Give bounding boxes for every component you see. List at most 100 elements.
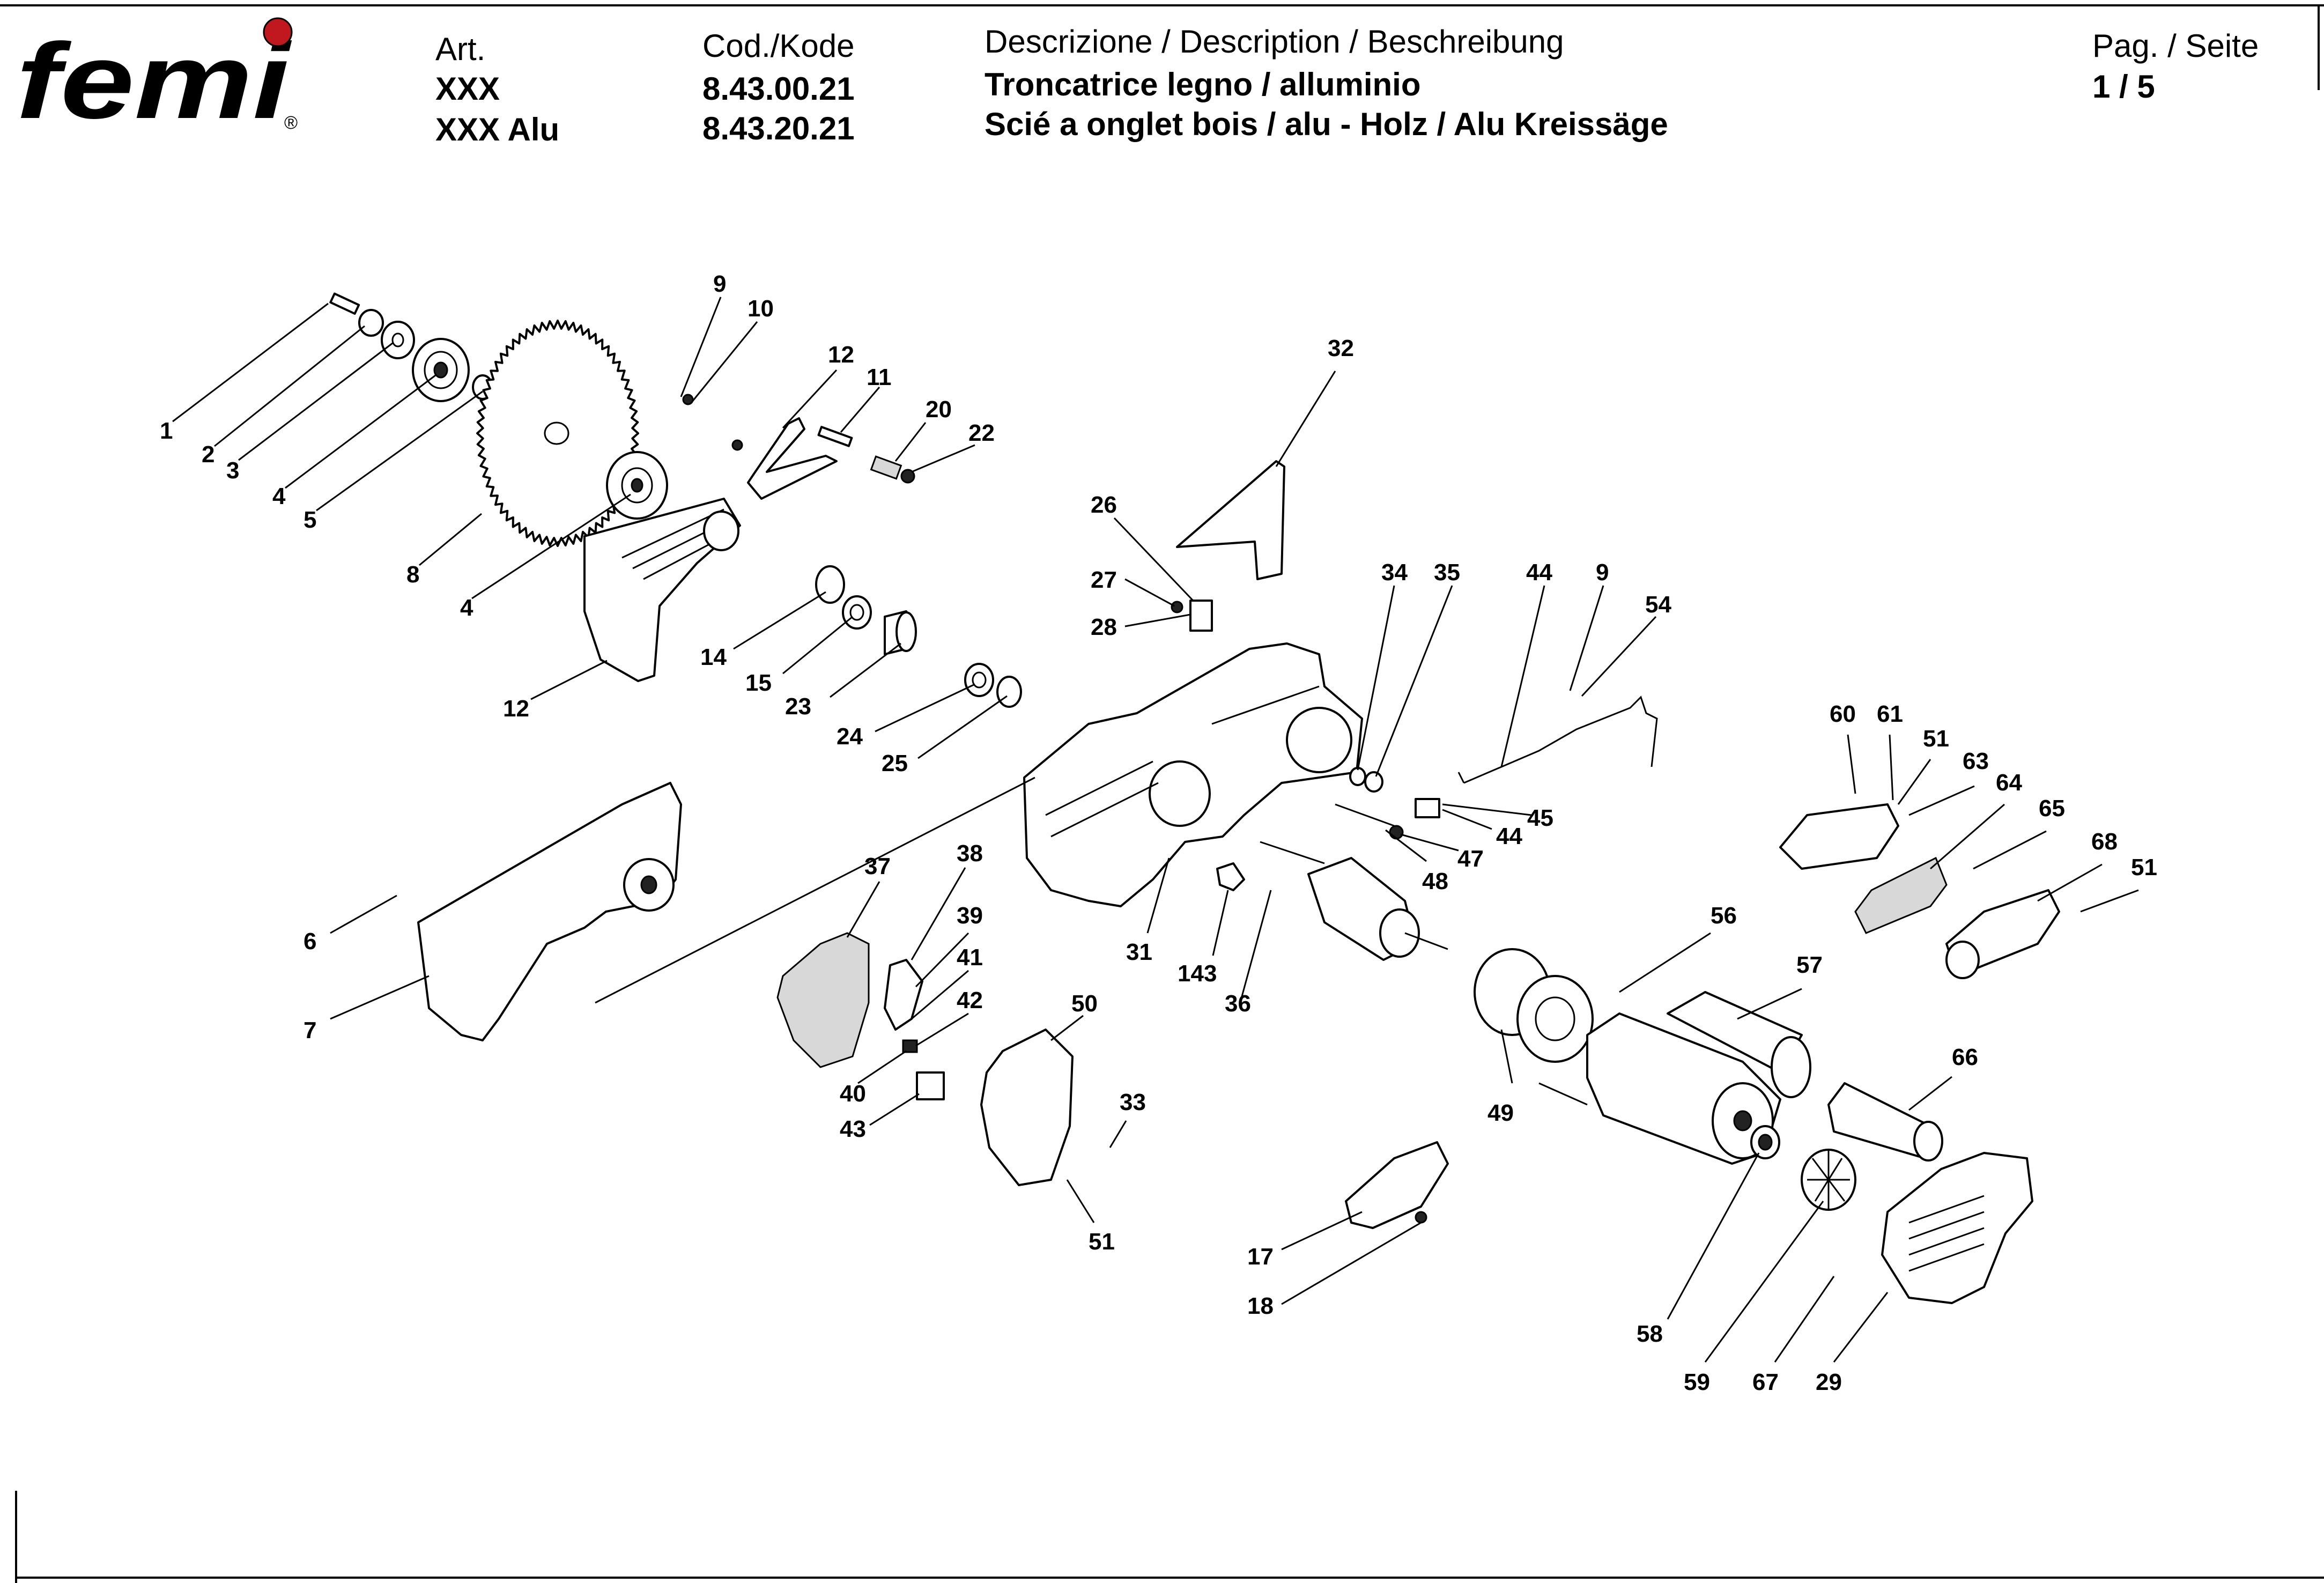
callout-24: 24 xyxy=(837,723,863,750)
part-switch xyxy=(884,959,923,1031)
callout-48: 48 xyxy=(1422,868,1448,894)
callout-40: 40 xyxy=(840,1081,866,1107)
part-screw-143 xyxy=(1216,862,1245,891)
callout-34: 34 xyxy=(1381,559,1408,586)
callout-56: 56 xyxy=(1711,903,1737,929)
callout-42: 42 xyxy=(957,987,983,1014)
art-value-2: XXX Alu xyxy=(435,112,560,147)
part-stator xyxy=(1474,948,1594,1063)
bottom-border xyxy=(15,1577,2324,1579)
callout-44b: 44 xyxy=(1496,823,1522,849)
callout-63: 63 xyxy=(1963,748,1989,774)
part-saw-blade xyxy=(476,320,639,547)
callout-4b: 4 xyxy=(460,595,473,621)
callout-59: 59 xyxy=(1684,1369,1710,1395)
callout-32: 32 xyxy=(1328,335,1354,361)
callout-37: 37 xyxy=(864,853,891,879)
callout-28: 28 xyxy=(1091,614,1117,640)
part-bracket-17 xyxy=(1345,1141,1449,1229)
callout-67: 67 xyxy=(1752,1369,1779,1395)
callout-numbers: 1 2 3 4 5 8 4 12 9 10 12 11 20 22 32 26 … xyxy=(160,271,2157,1395)
callout-4: 4 xyxy=(272,483,286,509)
page-number: 1 / 5 xyxy=(2092,69,2155,105)
callout-8: 8 xyxy=(406,561,419,588)
callout-51b: 51 xyxy=(1923,726,1949,752)
callout-3: 3 xyxy=(226,457,239,484)
part-shapes xyxy=(329,292,2060,1304)
callout-11: 11 xyxy=(867,364,892,390)
callout-12: 12 xyxy=(503,696,529,722)
callout-36: 36 xyxy=(1225,990,1251,1017)
callout-33: 33 xyxy=(1120,1089,1146,1115)
callout-17: 17 xyxy=(1247,1244,1274,1270)
callout-49: 49 xyxy=(1487,1100,1514,1126)
callout-26: 26 xyxy=(1091,492,1117,518)
callout-143: 143 xyxy=(1178,960,1217,987)
part-switch-contact xyxy=(1415,798,1440,818)
art-label: Art. xyxy=(435,31,486,67)
callout-25: 25 xyxy=(882,750,908,776)
part-bearing-stack xyxy=(815,565,1022,708)
callout-2: 2 xyxy=(202,441,214,468)
callout-29: 29 xyxy=(1816,1369,1842,1395)
callout-39: 39 xyxy=(957,903,983,929)
callout-47: 47 xyxy=(1457,846,1484,872)
callout-38: 38 xyxy=(957,840,983,867)
part-fan-cover xyxy=(1881,1152,2033,1304)
callout-15: 15 xyxy=(745,670,772,696)
callout-57: 57 xyxy=(1796,952,1823,978)
callout-58: 58 xyxy=(1637,1321,1663,1347)
callout-1: 1 xyxy=(160,418,173,444)
code-value-1: 8.43.00.21 xyxy=(702,71,855,107)
part-guard-link xyxy=(747,417,838,500)
part-inner-flange xyxy=(606,451,668,520)
part-brush-holder-left xyxy=(1779,803,1899,870)
part-switch-block xyxy=(916,1071,945,1100)
description-line-1: Troncatrice legno / alluminio xyxy=(985,66,1421,102)
part-motor-housing xyxy=(1586,991,1811,1165)
callout-68: 68 xyxy=(2091,829,2118,855)
callout-66: 66 xyxy=(1952,1044,1978,1070)
art-value-1: XXX xyxy=(435,71,500,107)
code-label: Cod./Kode xyxy=(702,28,855,64)
callout-23: 23 xyxy=(785,693,811,720)
callout-44: 44 xyxy=(1526,559,1552,586)
callout-12b: 12 xyxy=(828,342,854,368)
part-handle-cover xyxy=(980,1029,1074,1186)
callout-54: 54 xyxy=(1645,591,1671,618)
blade-arbor-hole xyxy=(544,421,569,445)
brand-dot-icon xyxy=(263,17,293,47)
callout-64: 64 xyxy=(1996,770,2022,796)
callout-20: 20 xyxy=(926,396,952,423)
trademark-mark: ® xyxy=(284,113,298,133)
right-border xyxy=(2318,4,2320,90)
brand-wordmark: femi xyxy=(16,21,292,134)
callout-65: 65 xyxy=(2039,795,2065,822)
part-flange-screw xyxy=(329,292,493,402)
callout-51c: 51 xyxy=(2131,854,2157,881)
callout-6: 6 xyxy=(304,928,316,955)
callout-45: 45 xyxy=(1527,805,1553,831)
part-armature xyxy=(1260,841,1448,961)
part-small-bracket xyxy=(1189,600,1213,632)
code-value-2: 8.43.20.21 xyxy=(702,110,855,146)
part-upper-guard xyxy=(1176,460,1285,580)
callout-51: 51 xyxy=(1089,1229,1115,1255)
callout-22: 22 xyxy=(968,420,995,446)
leader-lines xyxy=(172,297,2139,1363)
callout-9: 9 xyxy=(713,271,726,297)
callout-7: 7 xyxy=(304,1017,316,1044)
part-lower-guard xyxy=(583,498,741,682)
femi-logo: femi ® xyxy=(16,17,298,134)
left-border xyxy=(15,1491,17,1583)
callout-9b: 9 xyxy=(1596,559,1609,586)
part-shift-lever xyxy=(1463,696,1658,784)
page-label: Pag. / Seite xyxy=(2092,28,2259,64)
part-handle-half xyxy=(776,932,870,1068)
part-base-plate xyxy=(417,782,682,1041)
callout-10: 10 xyxy=(747,295,774,322)
callout-5: 5 xyxy=(304,507,316,533)
callout-27: 27 xyxy=(1091,567,1117,593)
callout-50: 50 xyxy=(1071,990,1098,1017)
